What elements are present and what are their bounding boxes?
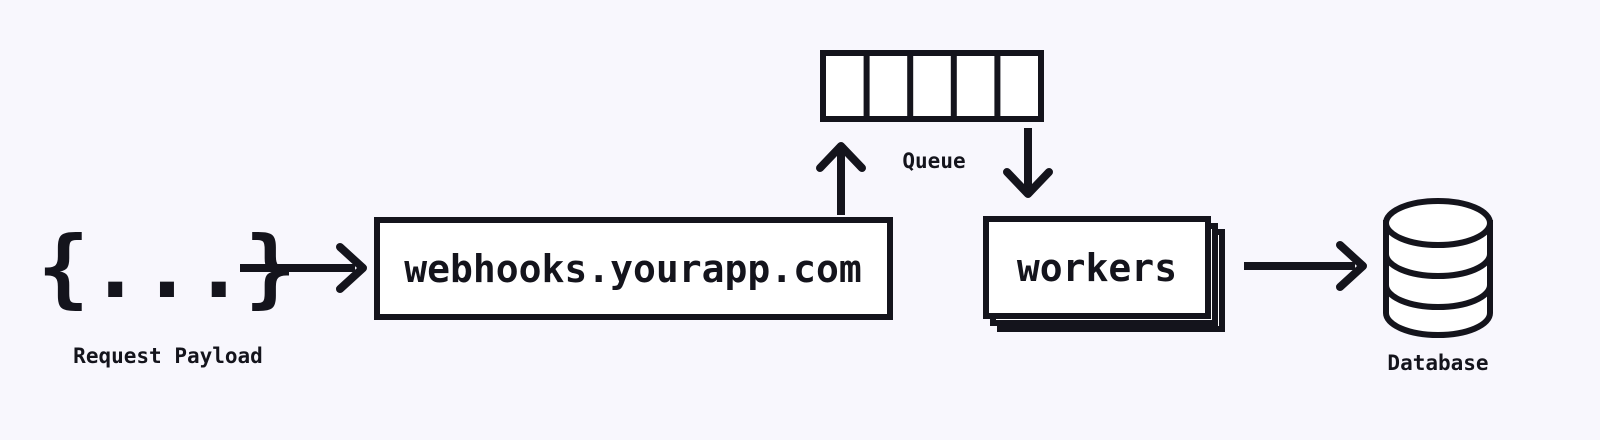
endpoint-label: webhooks.yourapp.com xyxy=(404,247,862,291)
database-top-icon xyxy=(1383,198,1493,248)
edge-queue-to-workers xyxy=(1003,128,1053,198)
queue-bar[interactable] xyxy=(820,50,1044,122)
node-database[interactable]: Database xyxy=(1383,198,1493,375)
right-arrow-head-1 xyxy=(336,243,367,293)
node-endpoint[interactable]: webhooks.yourapp.com xyxy=(374,217,893,320)
database-caption: Database xyxy=(1387,351,1488,375)
right-arrow-head-2 xyxy=(1336,241,1367,291)
down-arrow-head xyxy=(1003,168,1053,198)
queue-caption: Queue xyxy=(902,149,965,173)
workers-label: workers xyxy=(1017,246,1177,290)
edge-payload-to-endpoint xyxy=(240,243,367,293)
payload-caption: Request Payload xyxy=(73,344,263,368)
up-arrow-head xyxy=(816,142,866,172)
workers-card-front[interactable] xyxy=(983,216,1211,319)
endpoint-box[interactable] xyxy=(374,217,893,320)
database-band-2 xyxy=(1383,284,1493,310)
node-workers[interactable]: workers xyxy=(983,216,1225,332)
edge-endpoint-to-queue xyxy=(816,142,866,215)
database-band-1 xyxy=(1383,253,1493,279)
node-payload[interactable]: {...} Request Payload xyxy=(38,218,297,368)
edge-workers-to-database xyxy=(1244,241,1367,291)
node-queue[interactable]: Queue xyxy=(820,50,1044,173)
